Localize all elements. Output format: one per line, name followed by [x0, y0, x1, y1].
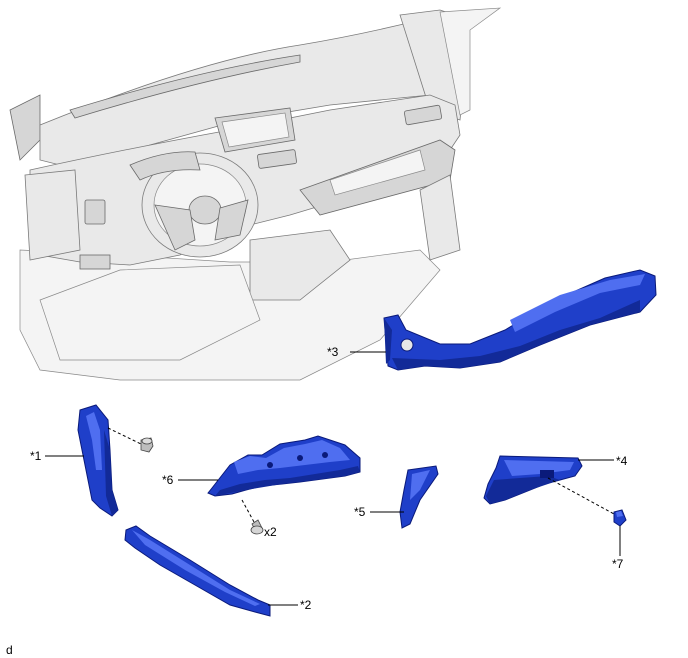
label-part-1: *1: [30, 449, 42, 463]
corner-mark: d: [6, 643, 13, 657]
part-5: [399, 465, 439, 529]
label-screw-qty: x2: [264, 525, 277, 539]
dashboard-illustration: [9, 7, 502, 381]
part-4: [483, 455, 583, 505]
dashed-line-clip: [107, 427, 142, 445]
label-part-4: *4: [616, 454, 628, 468]
part-2: [124, 525, 271, 617]
label-part-7: *7: [612, 557, 624, 571]
dashed-line-7: [547, 477, 615, 515]
label-part-6: *6: [162, 473, 174, 487]
clip-part: [140, 437, 154, 453]
screw-part: [250, 519, 264, 535]
part-3: [383, 269, 657, 371]
label-part-2: *2: [300, 598, 312, 612]
label-part-5: *5: [354, 505, 366, 519]
part-6: [207, 435, 361, 497]
label-part-3: *3: [327, 345, 339, 359]
part-7: [613, 509, 627, 527]
part-1: [77, 404, 119, 517]
dashed-line-screw: [241, 499, 255, 523]
